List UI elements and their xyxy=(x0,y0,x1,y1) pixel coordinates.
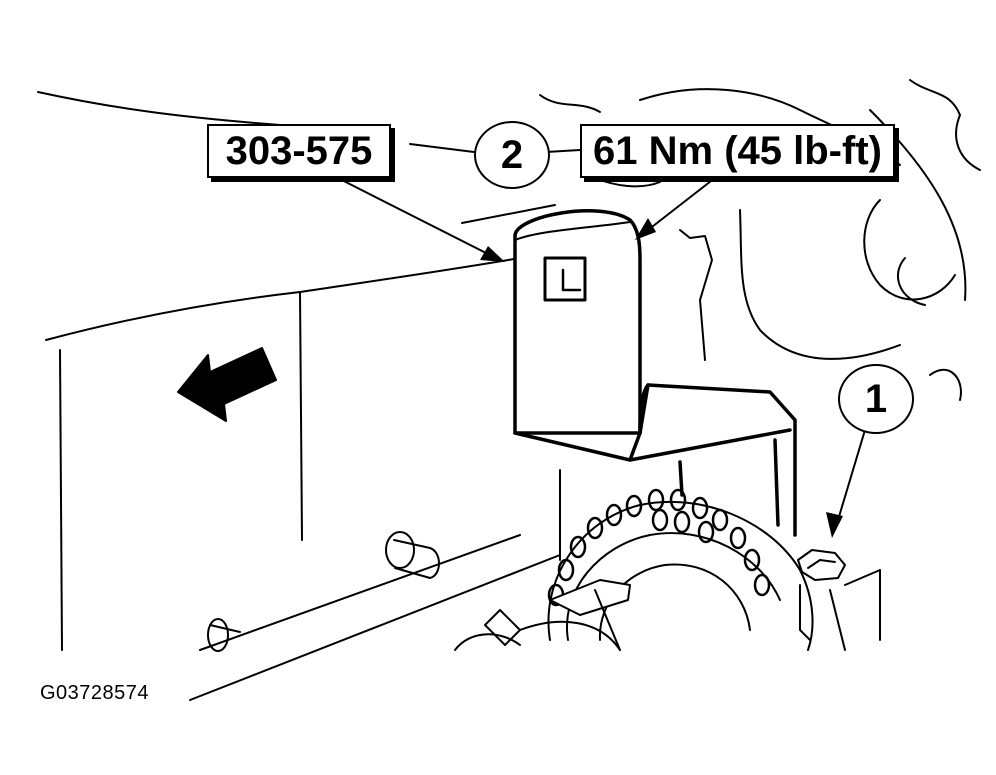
dowel-pin xyxy=(207,531,440,652)
engine-block-outline xyxy=(37,79,981,701)
arrowheads xyxy=(480,218,843,538)
tool-number-label: 303-575 xyxy=(207,124,391,178)
figure-id: G03728574 xyxy=(40,682,150,704)
special-tool-bracket xyxy=(513,209,797,537)
bolt-icon xyxy=(797,549,881,651)
callout-1: 1 xyxy=(838,364,914,434)
torque-spec-label: 61 Nm (45 lb-ft) xyxy=(580,124,895,178)
leader-lines xyxy=(329,143,866,521)
camshaft xyxy=(454,579,631,651)
callout-2: 2 xyxy=(474,121,550,189)
direction-arrow-icon xyxy=(177,347,277,422)
